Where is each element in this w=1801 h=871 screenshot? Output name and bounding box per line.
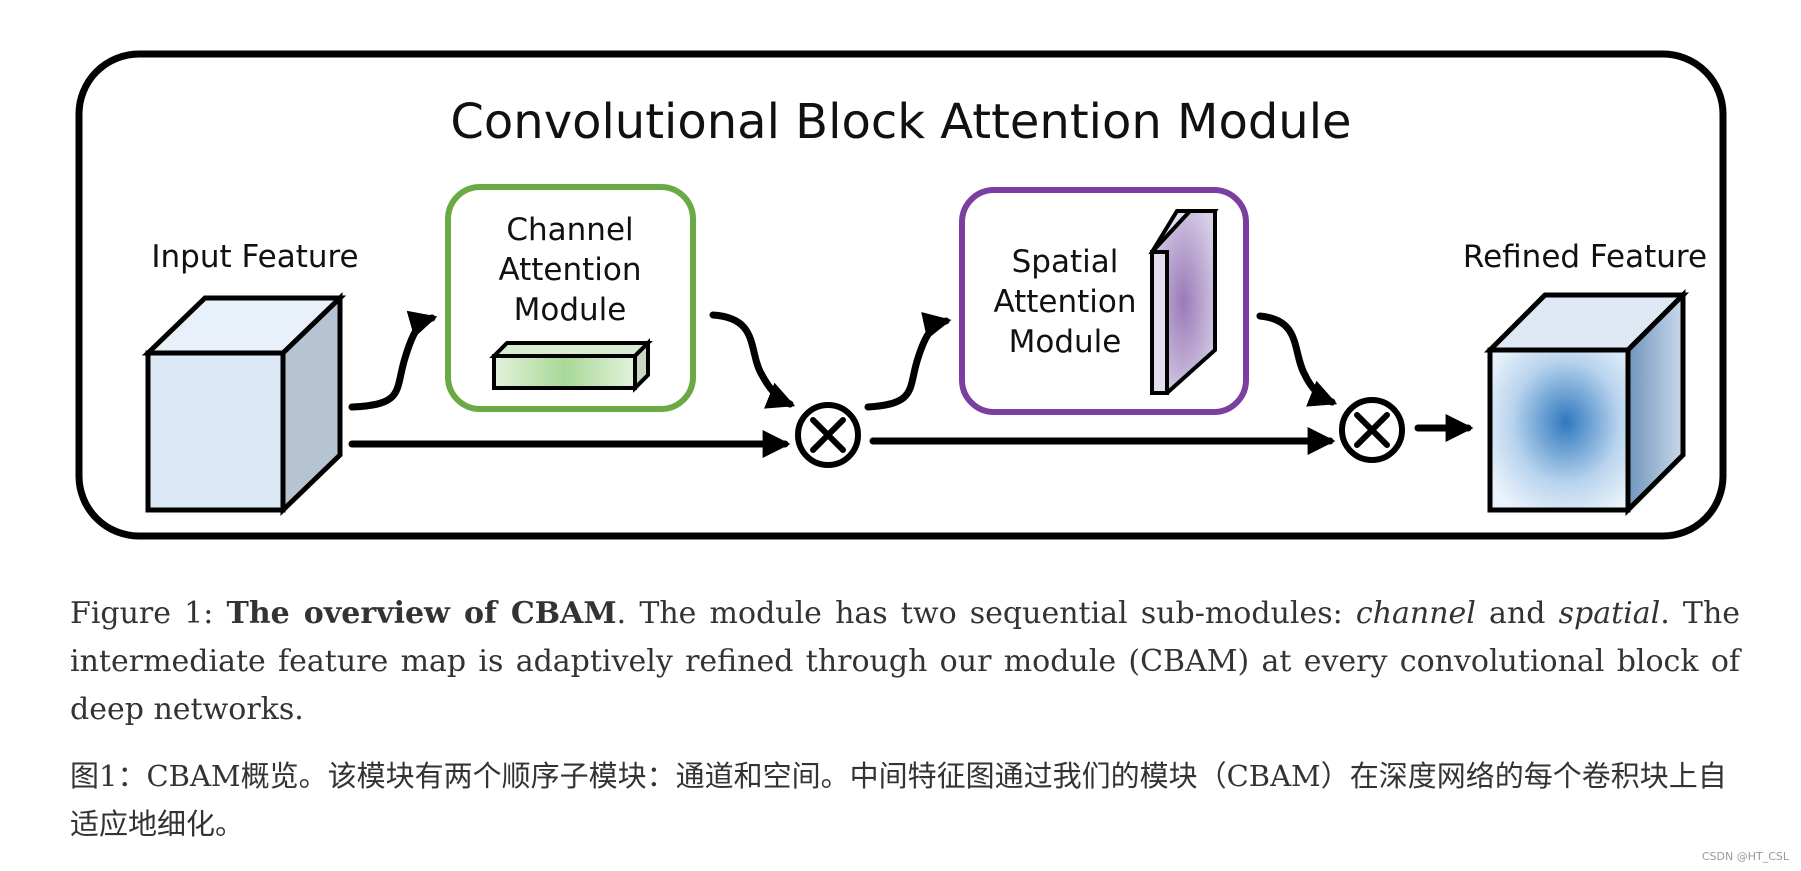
caption-text-1: . The module has two sequential sub-modu… (616, 596, 1356, 631)
spatial-label-line-3: Module (1009, 324, 1122, 360)
watermark: CSDN @HT_CSL (1701, 850, 1789, 863)
caption-text-2: and (1475, 596, 1559, 631)
input-feature-label: Input Feature (151, 239, 358, 275)
caption-text-3: . The intermediate feature map is adapti… (70, 596, 1741, 727)
channel-label-line-1: Channel (506, 212, 633, 248)
spatial-attention-map (1148, 209, 1219, 395)
multiply-operator-1 (795, 402, 861, 468)
spatial-label-line-2: Attention (993, 284, 1136, 320)
figure-caption-english: Figure 1: The overview of CBAM. The modu… (70, 590, 1740, 734)
caption-italic-spatial: spatial (1558, 596, 1661, 631)
figure-caption-chinese: 图1：CBAM概览。该模块有两个顺序子模块：通道和空间。中间特征图通过我们的模块… (70, 759, 1727, 841)
channel-label-line-2: Attention (498, 252, 641, 288)
spatial-label-line-1: Spatial (1012, 244, 1119, 280)
caption-bold-title: The overview of CBAM (226, 596, 617, 631)
channel-label-line-3: Module (514, 292, 627, 328)
outer-frame (75, 50, 1727, 540)
input-cube (141, 292, 347, 516)
caption-italic-channel: channel (1355, 596, 1476, 631)
figure-number: Figure 1: (70, 596, 214, 631)
refined-cube (1483, 288, 1690, 517)
refined-feature-label: Refined Feature (1463, 239, 1707, 275)
arrow-spatial-to-multiply-2 (1256, 312, 1338, 407)
arrow-multiply-1-to-spatial (864, 312, 952, 411)
cbam-diagram: Convolutional Block Attention Module Inp… (75, 50, 1727, 540)
channel-attention-map (489, 338, 653, 393)
arrow-channel-to-multiply-1 (709, 311, 796, 409)
multiply-operator-2 (1339, 397, 1405, 463)
diagram-title: Convolutional Block Attention Module (450, 94, 1351, 150)
arrow-input-to-channel (348, 310, 438, 411)
